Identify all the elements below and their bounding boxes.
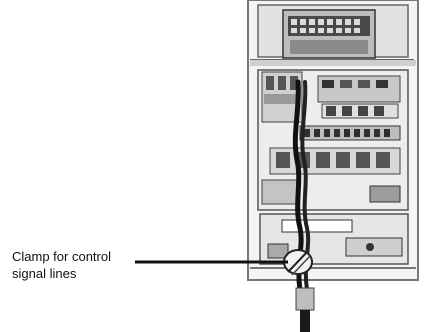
cable-clamp bbox=[284, 250, 312, 275]
top-connector-block bbox=[283, 10, 375, 58]
callout-line-2: signal lines bbox=[12, 265, 111, 282]
callout-label: Clamp for control signal lines bbox=[12, 248, 111, 282]
terminal-board bbox=[258, 70, 408, 210]
lower-chassis bbox=[250, 214, 416, 268]
callout-line-1: Clamp for control bbox=[12, 248, 111, 265]
